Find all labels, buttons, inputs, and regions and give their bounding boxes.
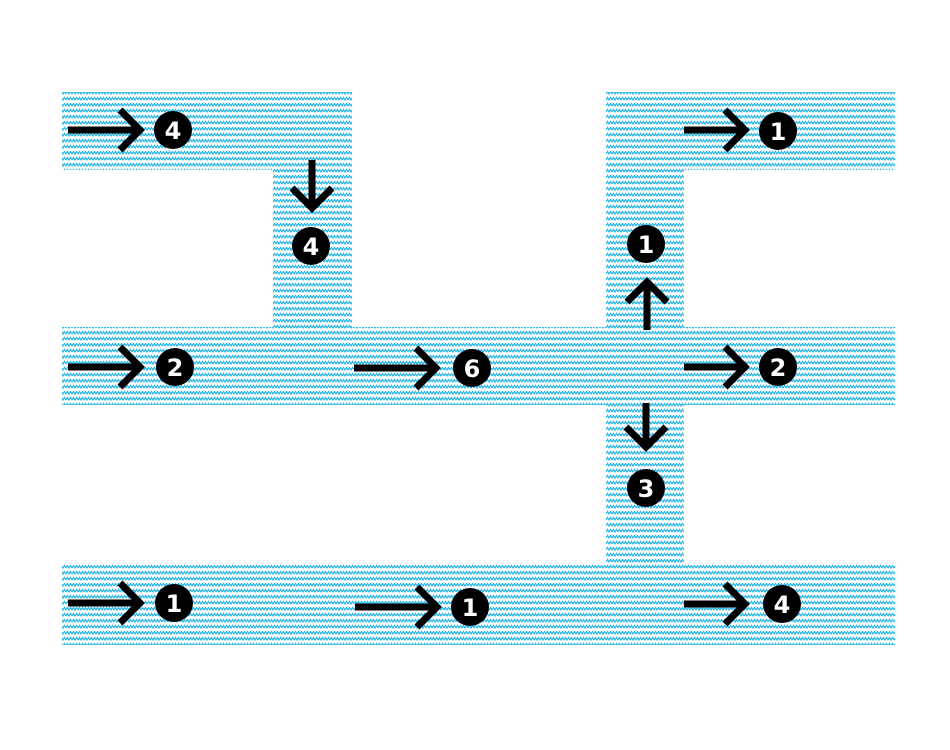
count-label: 1 <box>462 594 479 622</box>
count-badge <box>759 348 797 386</box>
flow-6: 1 <box>684 107 797 153</box>
flow-7: 2 <box>684 344 797 390</box>
arrow-right-icon <box>68 580 145 626</box>
arrow-right-icon <box>684 344 750 390</box>
flow-9: 1 <box>68 580 193 626</box>
count-label: 4 <box>165 117 182 145</box>
flow-8: 3 <box>623 403 669 507</box>
flow-11: 4 <box>684 581 801 627</box>
count-badge <box>627 469 665 507</box>
count-badge <box>627 225 665 263</box>
arrow-up-icon <box>624 277 670 330</box>
count-badge <box>763 585 801 623</box>
flow-4: 6 <box>354 345 491 391</box>
flow-3: 2 <box>68 344 194 390</box>
arrow-right-icon <box>355 584 442 630</box>
count-label: 3 <box>638 475 655 503</box>
count-label: 1 <box>638 231 655 259</box>
count-badge <box>453 349 491 387</box>
arrow-right-icon <box>354 345 441 391</box>
flow-2: 4 <box>289 160 335 265</box>
flow-10: 1 <box>355 584 489 630</box>
flows: 4 4 2 6 1 1 2 3 1 1 4 <box>68 107 801 630</box>
count-label: 6 <box>464 355 481 383</box>
count-badge <box>292 227 330 265</box>
arrow-right-icon <box>68 107 145 153</box>
arrow-right-icon <box>684 581 750 627</box>
arrow-right-icon <box>68 344 145 390</box>
count-badge <box>759 112 797 150</box>
count-label: 2 <box>167 354 184 382</box>
flow-1: 4 <box>68 107 192 153</box>
arrow-down-icon <box>289 160 335 213</box>
count-badge <box>156 348 194 386</box>
arrow-down-icon <box>623 403 669 452</box>
count-badge <box>451 588 489 626</box>
count-label: 2 <box>770 354 787 382</box>
flow-5: 1 <box>624 225 670 330</box>
count-label: 1 <box>770 118 787 146</box>
count-badge <box>155 584 193 622</box>
count-label: 4 <box>774 591 791 619</box>
count-label: 1 <box>166 590 183 618</box>
count-label: 4 <box>303 233 320 261</box>
arrow-right-icon <box>684 107 750 153</box>
count-badge <box>154 111 192 149</box>
